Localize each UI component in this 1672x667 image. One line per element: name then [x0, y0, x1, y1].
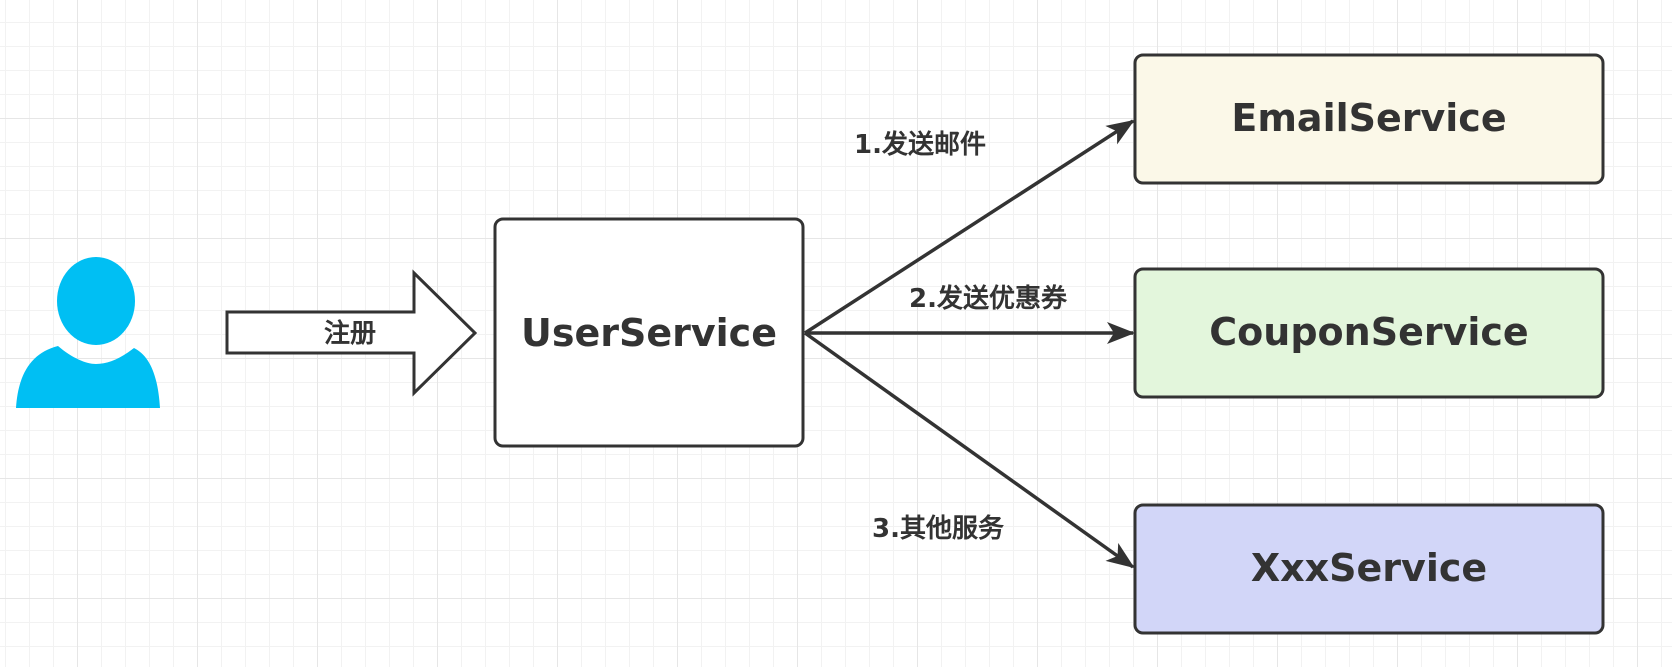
connector-other — [803, 331, 1135, 569]
register-label: 注册 — [324, 318, 376, 349]
coupon-service-label: CouponService — [1209, 310, 1528, 354]
email-service-label: EmailService — [1231, 96, 1506, 140]
xxx-service-label: XxxService — [1251, 546, 1487, 590]
user-icon — [16, 257, 160, 408]
user-service-node: UserService — [493, 217, 805, 448]
connector-email — [804, 119, 1135, 335]
register-arrow: 注册 — [225, 269, 478, 397]
user-service-label: UserService — [521, 311, 777, 355]
edge-label-email: 1.发送邮件 — [854, 129, 986, 160]
coupon-service-node: CouponService — [1133, 267, 1605, 399]
email-service-node: EmailService — [1133, 53, 1605, 185]
edge-label-other: 3.其他服务 — [872, 514, 1004, 544]
xxx-service-node: XxxService — [1133, 503, 1605, 635]
edge-label-coupon: 2.发送优惠券 — [909, 283, 1068, 314]
